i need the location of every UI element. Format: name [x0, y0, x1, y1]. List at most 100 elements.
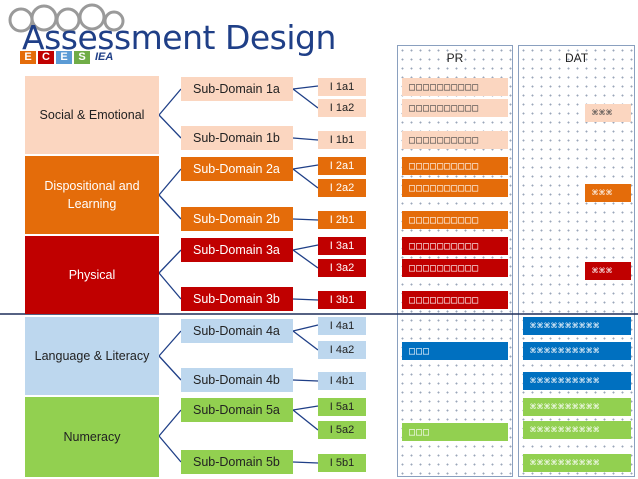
- logo-iea: IEA: [95, 51, 114, 63]
- dat-item-glyphs: ⌘⌘⌘: [592, 107, 614, 119]
- indicator-1b1: I 1b1: [318, 131, 366, 149]
- page-title: Assessment Design: [22, 18, 336, 57]
- pr-item-glyphs: □□□: [409, 345, 431, 357]
- pr-item-glyphs: □□□□□□□□□□: [409, 160, 480, 172]
- dat-item-glyphs: ⌘⌘⌘: [592, 265, 614, 277]
- subdomain-label: Sub-Domain 1a: [193, 82, 280, 96]
- indicator-5a2: I 5a2: [318, 421, 366, 439]
- subdomain-label: Sub-Domain 4a: [193, 324, 280, 338]
- indicator-1a1: I 1a1: [318, 78, 366, 96]
- indicator-label: I 1a2: [329, 102, 355, 114]
- pr-item-bar: □□□□□□□□□□: [402, 259, 508, 277]
- indicator-label: I 4a2: [329, 344, 355, 356]
- indicator-label: I 5b1: [329, 457, 355, 469]
- dat-item-bar: ⌘⌘⌘: [585, 262, 631, 280]
- subdomain-label: Sub-Domain 5b: [193, 455, 280, 469]
- indicator-label: I 2a1: [329, 160, 355, 172]
- pr-item-glyphs: □□□□□□□□□□: [409, 240, 480, 252]
- domain-label: Language & Literacy: [34, 349, 150, 363]
- domain-label: Physical: [68, 268, 116, 282]
- subdomain-label: Sub-Domain 2b: [193, 212, 280, 226]
- dat-item-bar: ⌘⌘⌘⌘⌘⌘⌘⌘⌘⌘: [523, 454, 631, 472]
- dat-item-glyphs: ⌘⌘⌘⌘⌘⌘⌘⌘⌘⌘: [530, 457, 601, 469]
- dat-item-bar: ⌘⌘⌘: [585, 184, 631, 202]
- dat-item-bar: ⌘⌘⌘⌘⌘⌘⌘⌘⌘⌘: [523, 421, 631, 439]
- pr-item-bar: □□□□□□□□□□: [402, 131, 508, 149]
- subdomain-label: Sub-Domain 3b: [193, 292, 280, 306]
- indicator-label: I 3b1: [329, 294, 355, 306]
- indicator-2a2: I 2a2: [318, 179, 366, 197]
- dat-item-glyphs: ⌘⌘⌘⌘⌘⌘⌘⌘⌘⌘: [530, 375, 601, 387]
- pr-item-glyphs: □□□□□□□□□□: [409, 81, 480, 93]
- dat-item-glyphs: ⌘⌘⌘: [592, 187, 614, 199]
- indicator-label: I 2b1: [329, 214, 355, 226]
- subdomain-2b: Sub-Domain 2b: [181, 207, 293, 231]
- pr-item-bar: □□□□□□□□□□: [402, 157, 508, 175]
- dat-item-bar: ⌘⌘⌘⌘⌘⌘⌘⌘⌘⌘: [523, 398, 631, 416]
- indicator-5b1: I 5b1: [318, 454, 366, 472]
- pr-column-header: PR: [446, 51, 464, 65]
- pr-item-bar: □□□□□□□□□□: [402, 99, 508, 117]
- subdomain-4b: Sub-Domain 4b: [181, 368, 293, 392]
- pr-item-bar: □□□□□□□□□□: [402, 237, 508, 255]
- eces-logo-graphic: [8, 3, 125, 33]
- dat-item-glyphs: ⌘⌘⌘⌘⌘⌘⌘⌘⌘⌘: [530, 424, 601, 436]
- pr-item-glyphs: □□□: [409, 426, 431, 438]
- domain-label: Numeracy: [63, 430, 121, 444]
- subdomain-1a: Sub-Domain 1a: [181, 77, 293, 101]
- indicator-label: I 1b1: [329, 134, 355, 146]
- domain-label: Social & Emotional: [39, 108, 145, 122]
- indicator-3a1: I 3a1: [318, 237, 366, 255]
- indicator-4a1: I 4a1: [318, 317, 366, 335]
- pr-item-bar: □□□□□□□□□□: [402, 179, 508, 197]
- logo-letter: S: [74, 51, 90, 64]
- subdomain-label: Sub-Domain 2a: [193, 162, 280, 176]
- subdomain-2a: Sub-Domain 2a: [181, 157, 293, 181]
- dat-item-bar: ⌘⌘⌘⌘⌘⌘⌘⌘⌘⌘: [523, 317, 631, 335]
- indicator-label: I 2a2: [329, 182, 355, 194]
- dat-item-glyphs: ⌘⌘⌘⌘⌘⌘⌘⌘⌘⌘: [530, 345, 601, 357]
- subdomain-label: Sub-Domain 1b: [193, 131, 280, 145]
- pr-item-glyphs: □□□□□□□□□□: [409, 214, 480, 226]
- subdomain-5b: Sub-Domain 5b: [181, 450, 293, 474]
- dat-item-bar: ⌘⌘⌘⌘⌘⌘⌘⌘⌘⌘: [523, 372, 631, 390]
- domain-numeracy: Numeracy: [25, 397, 159, 477]
- domain-language-literacy: Language & Literacy: [25, 317, 159, 395]
- logo-letter: E: [56, 51, 72, 64]
- indicator-label: I 3a2: [329, 262, 355, 274]
- pr-item-glyphs: □□□□□□□□□□: [409, 294, 480, 306]
- pr-item-glyphs: □□□□□□□□□□: [409, 182, 480, 194]
- indicator-4b1: I 4b1: [318, 372, 366, 390]
- pr-item-bar: □□□□□□□□□□: [402, 291, 508, 309]
- indicator-5a1: I 5a1: [318, 398, 366, 416]
- dat-item-glyphs: ⌘⌘⌘⌘⌘⌘⌘⌘⌘⌘: [530, 401, 601, 413]
- dat-column-header: DAT: [564, 51, 589, 65]
- indicator-1a2: I 1a2: [318, 99, 366, 117]
- subdomain-4a: Sub-Domain 4a: [181, 319, 293, 343]
- pr-item-bar: □□□□□□□□□□: [402, 78, 508, 96]
- indicator-4a2: I 4a2: [318, 341, 366, 359]
- subdomain-label: Sub-Domain 4b: [193, 373, 280, 387]
- indicator-3a2: I 3a2: [318, 259, 366, 277]
- subdomain-1b: Sub-Domain 1b: [181, 126, 293, 150]
- pr-item-bar: □□□□□□□□□□: [402, 211, 508, 229]
- dat-item-bar: ⌘⌘⌘⌘⌘⌘⌘⌘⌘⌘: [523, 342, 631, 360]
- indicator-label: I 5a1: [329, 401, 355, 413]
- indicator-label: I 5a2: [329, 424, 355, 436]
- indicator-2a1: I 2a1: [318, 157, 366, 175]
- domain-label: Dispositional and Learning: [44, 179, 140, 211]
- logo-letter: C: [38, 51, 54, 64]
- dat-item-bar: ⌘⌘⌘: [585, 104, 631, 122]
- subdomain-3b: Sub-Domain 3b: [181, 287, 293, 311]
- indicator-label: I 3a1: [329, 240, 355, 252]
- indicator-label: I 4b1: [329, 375, 355, 387]
- pr-item-bar: □□□: [402, 342, 508, 360]
- indicator-3b1: I 3b1: [318, 291, 366, 309]
- indicator-2b1: I 2b1: [318, 211, 366, 229]
- domain-social-emotional: Social & Emotional: [25, 76, 159, 154]
- dat-item-glyphs: ⌘⌘⌘⌘⌘⌘⌘⌘⌘⌘: [530, 320, 601, 332]
- indicator-label: I 4a1: [329, 320, 355, 332]
- pr-item-glyphs: □□□□□□□□□□: [409, 134, 480, 146]
- logo-letter: E: [20, 51, 36, 64]
